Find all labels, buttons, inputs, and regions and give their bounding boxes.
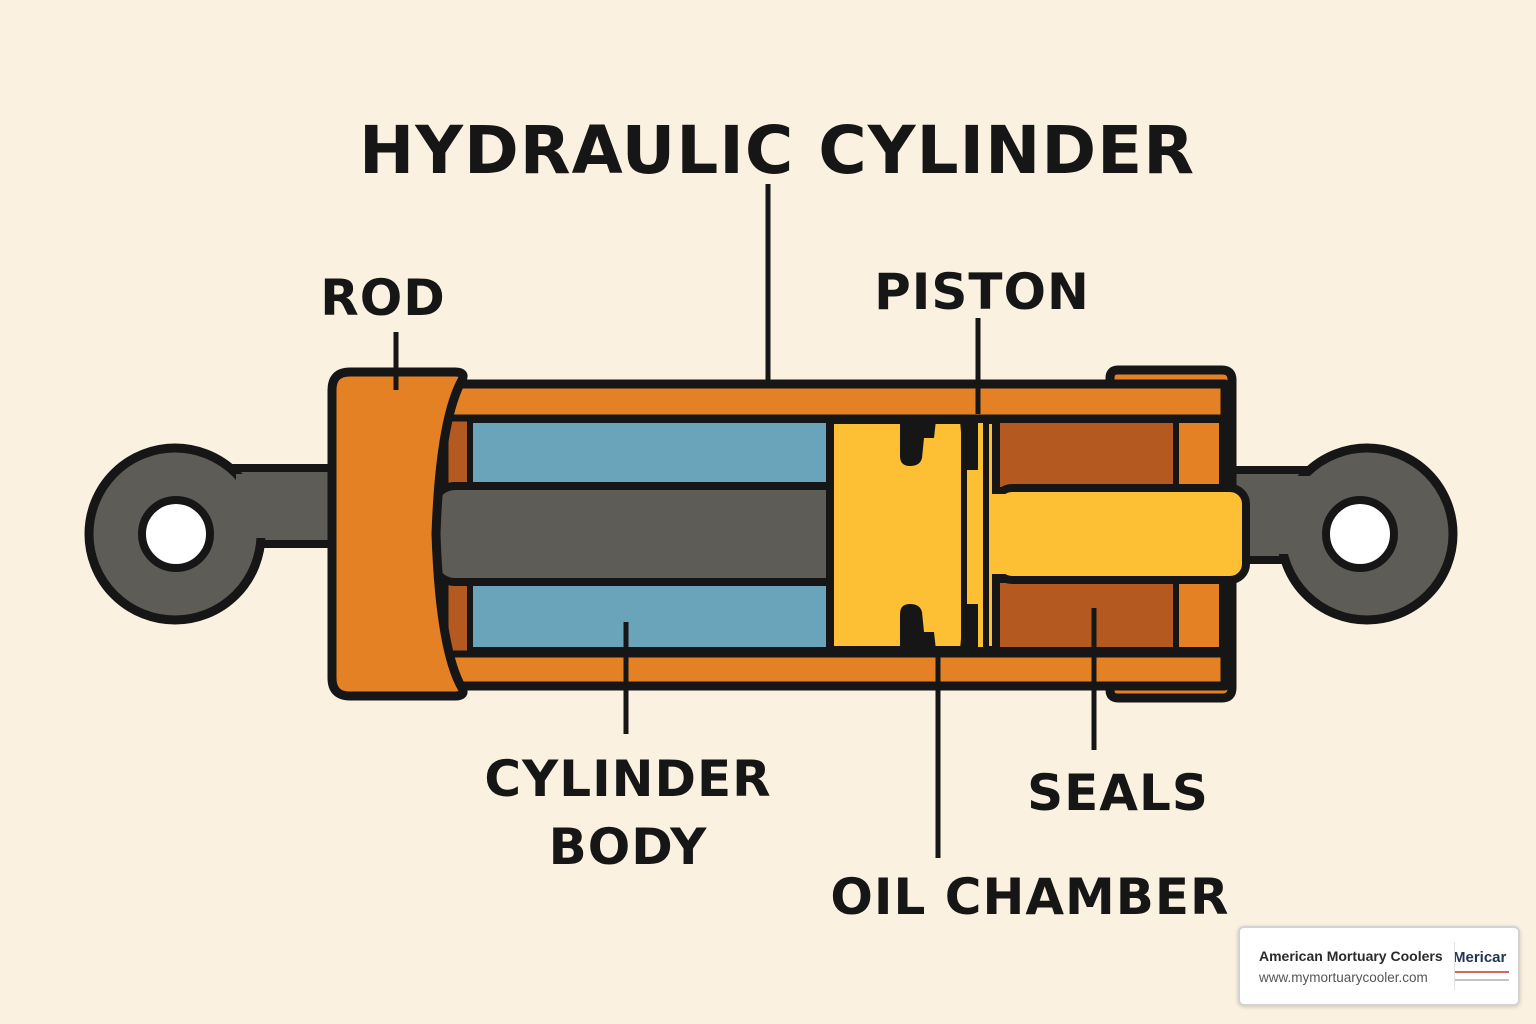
watermark-logo: Mericar Mortuary <box>1454 942 1509 990</box>
diagram-title: HYDRAULIC CYLINDER <box>359 112 1195 189</box>
label-oil-chamber: OIL CHAMBER <box>830 868 1229 926</box>
piston-rod <box>429 482 857 586</box>
fluid-lower <box>467 579 833 653</box>
piston <box>826 416 1000 654</box>
label-piston: PISTON <box>874 263 1090 321</box>
oil-chamber-upper <box>993 417 1179 493</box>
mount-eye-right-icon <box>1218 443 1458 625</box>
output-rod <box>992 484 1250 584</box>
oil-chamber-lower <box>993 577 1179 653</box>
watermark-name: American Mortuary Coolers <box>1259 948 1443 964</box>
watermark-logo-text: Mericar Mortuary <box>1455 949 1509 966</box>
label-rod: ROD <box>320 269 446 327</box>
watermark-url[interactable]: www.mymortuarycooler.com <box>1259 970 1428 985</box>
watermark-badge[interactable]: American Mortuary Coolers www.mymortuary… <box>1238 926 1520 1006</box>
label-cylinder-body-line2: BODY <box>549 818 708 876</box>
mount-eye-left-icon <box>84 443 341 625</box>
label-seals: SEALS <box>1027 764 1209 822</box>
piston-seal-top-left <box>900 420 936 466</box>
piston-seal-bottom-left <box>900 604 936 650</box>
fluid-upper <box>467 417 833 491</box>
piston-seal-top-right <box>960 420 978 470</box>
piston-seal-bottom-right <box>960 604 978 650</box>
label-cylinder-body-line1: CYLINDER <box>484 750 771 808</box>
left-end-cap <box>327 367 468 701</box>
